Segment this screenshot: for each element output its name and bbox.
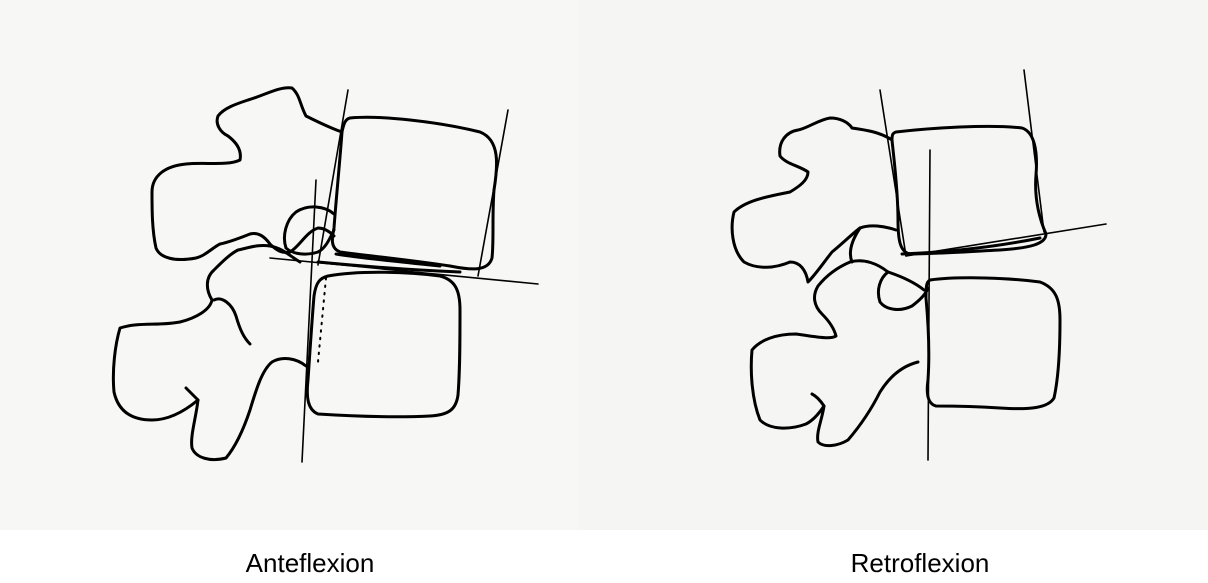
lower-vertebra-posterior-elements (113, 245, 306, 459)
dotted-posterior-line (318, 278, 326, 362)
upper-vertebra-posterior-elements (732, 118, 896, 282)
anteflexion-caption: Anteflexion (210, 548, 410, 579)
upper-vertebral-body (892, 126, 1046, 254)
retroflexion-caption: Retroflexion (820, 548, 1020, 579)
lower-vertebra-posterior-elements (751, 261, 924, 446)
spinous-notch (812, 394, 824, 406)
lower-vertebral-body (926, 278, 1060, 409)
reference-line-posterior-upper (880, 90, 906, 256)
lower-vertebral-body (307, 272, 460, 417)
upper-vertebral-body (332, 117, 496, 269)
reference-line-anterior (1024, 70, 1044, 232)
reference-line-disc-angle (906, 224, 1106, 256)
lower-facet-curve (214, 299, 250, 344)
spinous-notch (186, 388, 198, 400)
reference-line-posterior-lower (928, 150, 930, 460)
reference-line-posterior-lower (302, 180, 316, 462)
anteflexion-diagram (113, 88, 538, 462)
retroflexion-diagram (732, 70, 1106, 460)
